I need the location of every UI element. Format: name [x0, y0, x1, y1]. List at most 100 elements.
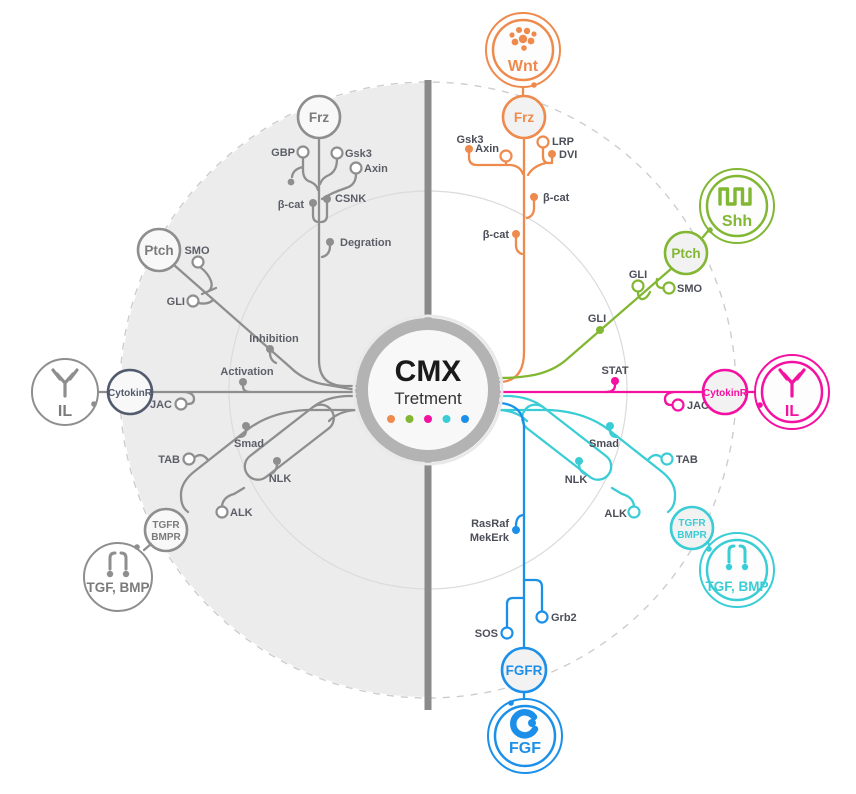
treatment-dot-wnt: [387, 415, 395, 423]
ptch-receptor-circle: [663, 230, 709, 276]
rasraf-dot: [512, 526, 520, 534]
left-inhibition-dot: [266, 345, 274, 353]
nlk-stem-path: [577, 462, 587, 476]
left-bcat-label: β-cat: [278, 199, 305, 211]
smad-dot: [606, 422, 614, 430]
gsk3-label: Gsk3: [457, 134, 484, 146]
jac-circle: [671, 398, 685, 412]
left-gbp-stem-path: [290, 156, 320, 192]
smad-label: Smad: [589, 438, 619, 450]
left-nlk-stem-path: [269, 462, 279, 476]
left-gbp-circle: [296, 145, 310, 159]
left-csnk-dot: [323, 195, 331, 203]
frz-receptor-label: Frz: [514, 110, 535, 125]
left-axin-circle: [349, 161, 363, 175]
left-jac-label: JAC: [150, 399, 172, 411]
gli-upper-stem-path: [636, 290, 652, 301]
lrp-circle: [536, 135, 550, 149]
left-alk-hook-path: [220, 486, 246, 508]
left-tgfr-receptor-circle: [143, 507, 189, 553]
center-title: CMX: [395, 355, 462, 388]
sos-label: SOS: [475, 628, 498, 640]
fgf-pathway: RasRaf MekErk Grb2 SOS FGFR FGF: [470, 401, 577, 774]
left-gbp-hook-dot: [287, 178, 295, 186]
left-u-loop-path: [311, 201, 329, 224]
left-tgf-connector-path: [142, 542, 153, 552]
left-tab-label: TAB: [158, 454, 180, 466]
sos-circle: [500, 626, 514, 640]
left-gli-label: GLI: [167, 296, 185, 308]
treatment-dot-shh: [405, 415, 414, 423]
tab-stem-path: [646, 453, 663, 462]
grb2-circle: [535, 610, 549, 624]
treatment-dot-il: [424, 415, 432, 423]
shh-pathway: GLI SMO GLI Shh Ptch: [498, 168, 775, 380]
frz-receptor-circle: [501, 94, 547, 140]
tgfr-receptor-circle: [669, 505, 715, 551]
wnt-right-comb-path: [526, 146, 554, 177]
tgf-ring-dot: [706, 546, 712, 552]
left-half-disc: [121, 83, 428, 697]
axin-circle: [499, 149, 513, 163]
left-ptch-receptor-label: Ptch: [144, 243, 173, 258]
left-gsk3-label: Gsk3: [345, 148, 372, 160]
wnt-cluster-icon: [509, 27, 537, 51]
smo-circle: [662, 281, 676, 295]
left-tgf-ligand-circle: [83, 542, 153, 612]
left-gli-circle: [186, 294, 200, 308]
left-tgfr-receptor-label2: BMPR: [151, 532, 181, 543]
left-smo-tail-path: [198, 265, 218, 296]
left-ptch-main-path: [172, 263, 358, 392]
shh-connector-path: [701, 229, 710, 239]
left-axin-label: Axin: [364, 163, 388, 175]
left-activation-label: Activation: [220, 366, 273, 378]
left-degration-label: Degration: [340, 237, 392, 249]
stat-dot: [611, 377, 619, 385]
nlk-label: NLK: [565, 474, 588, 486]
grb2-label: Grb2: [551, 612, 577, 624]
gli-lower-dot: [596, 326, 604, 334]
left-trackb-path: [179, 408, 358, 514]
left-smo-circle: [191, 255, 205, 269]
shh-membrane-icon: [718, 187, 752, 206]
rasraf-hook-path: [514, 513, 525, 528]
tgfr-receptor-label1: TGFR: [678, 518, 706, 529]
stat-hook-path: [604, 383, 617, 394]
left-il-ligand-label: IL: [58, 403, 72, 420]
wnt-ring-dot: [531, 82, 537, 88]
tab-circle: [660, 452, 674, 466]
left-activation-dot: [239, 378, 247, 386]
growth-factor-icon: [510, 709, 539, 739]
grb2-branch-path: [522, 578, 544, 613]
left-frz-main-path: [317, 136, 358, 388]
center-halo-ring: [352, 314, 504, 466]
alk-label: ALK: [604, 508, 627, 520]
stat-label: STAT: [601, 365, 628, 377]
sos-branch-path: [505, 596, 526, 629]
left-smad-hook-path: [237, 428, 248, 439]
left-wnt-pathway: GBP Gsk3 Axin β-cat CSNK Degration Frz: [271, 94, 392, 388]
shh-ligand-label: Shh: [722, 213, 752, 230]
treatment-dot-tgf: [442, 415, 451, 423]
il-ligand-label: IL: [785, 403, 799, 420]
left-activation-stem-path: [241, 384, 252, 394]
left-csnk-label: CSNK: [335, 193, 366, 205]
left-tgf-ring-dot: [134, 544, 140, 550]
tab-label: TAB: [676, 454, 698, 466]
left-bcat-dot: [309, 199, 317, 207]
gli-upper-circle: [631, 279, 645, 293]
left-ptch-receptor-circle: [136, 227, 182, 273]
il-ring-dot: [757, 402, 763, 408]
left-jac-circle: [174, 397, 188, 411]
bcat-lower-label: β-cat: [483, 229, 510, 241]
left-tab-circle: [182, 452, 196, 466]
left-tgf-ligand-label: TGF, BMP: [87, 580, 150, 595]
left-tgfr-receptor-label1: TGFR: [152, 520, 180, 531]
left-degration-stem-path: [320, 244, 332, 259]
antibody-icon: [778, 368, 806, 398]
alk-circle: [627, 505, 641, 519]
axin-label: Axin: [475, 143, 499, 155]
bcat-upper-stem-path: [525, 199, 536, 220]
left-receptor-pair-icon: [106, 551, 130, 578]
